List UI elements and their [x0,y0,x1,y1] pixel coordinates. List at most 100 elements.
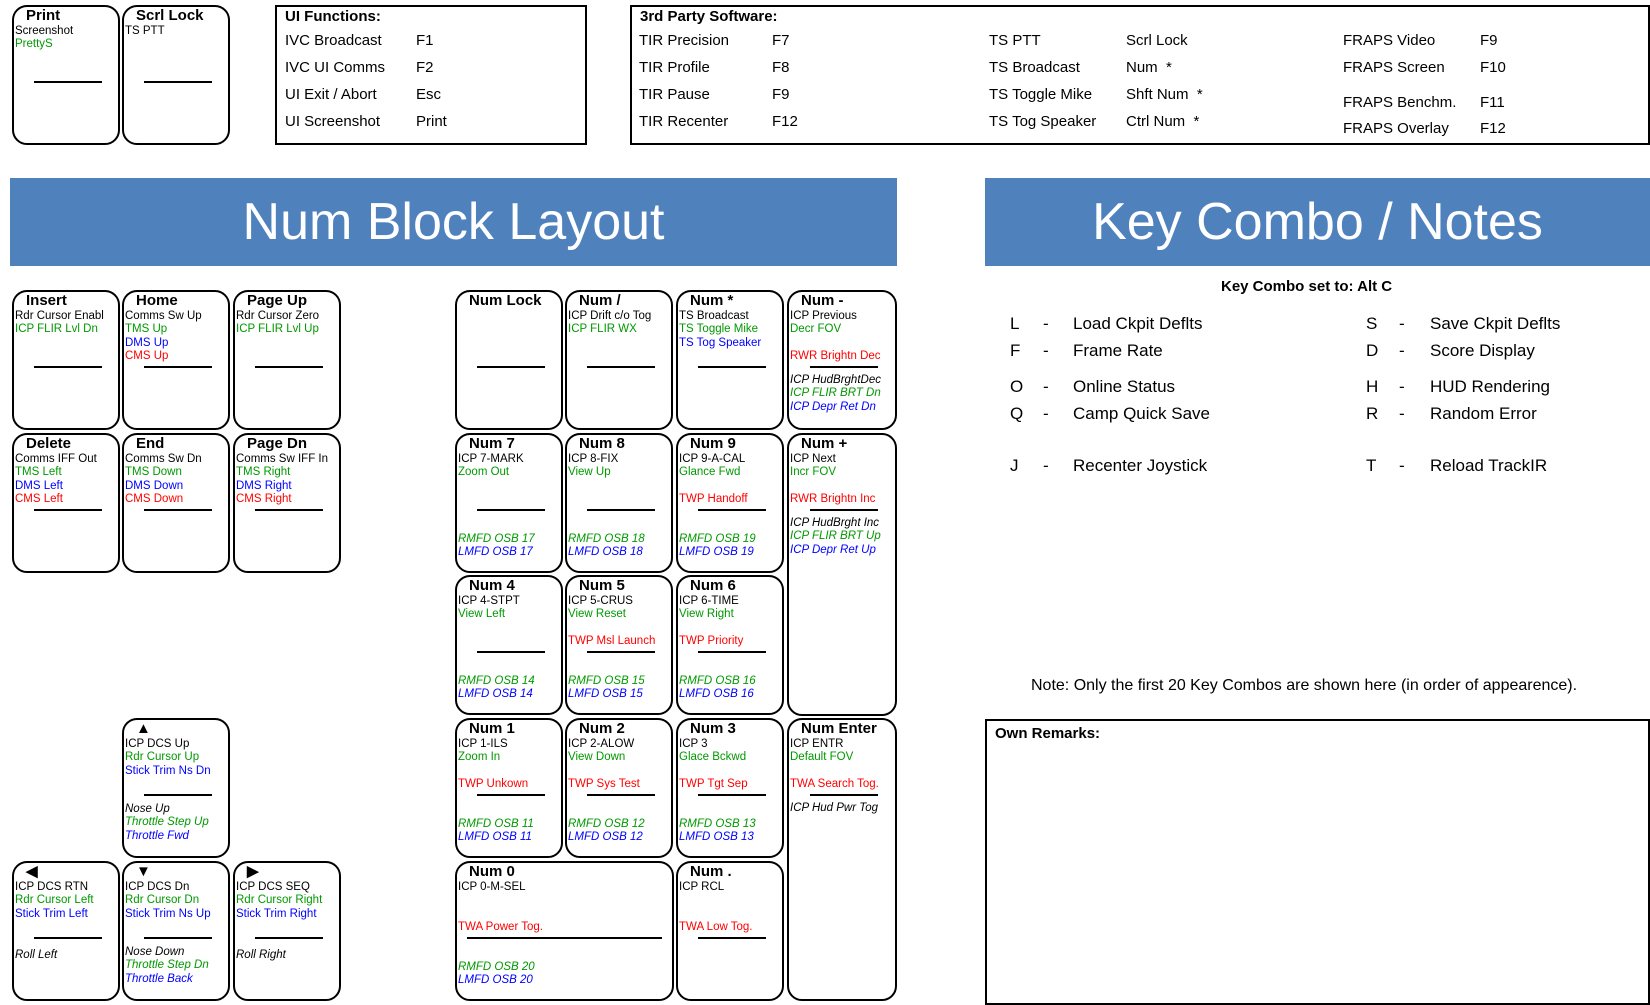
key-combo-desc: Camp Quick Save [1073,404,1210,423]
key-line: RMFD OSB 14 [458,675,535,687]
key-line: ICP RCL [679,881,725,893]
key-line: Stick Trim Right [236,907,317,920]
key-combo-heading: Key Combo set to: Alt C [1221,278,1393,295]
key-title: Print [26,7,61,24]
key-line: ICP FLIR BRT Dn [790,387,881,400]
key-line: ICP DCS Dn [125,881,190,893]
key-line: Rdr Cursor Up [125,751,200,764]
key-line: LMFD OSB 14 [458,688,533,701]
key-line: Comms IFF Out [15,453,97,465]
key-combo-key: S [1366,314,1378,333]
ui-function-name: IVC UI Comms [285,59,386,76]
key-line: ICP HudBrght Inc [790,517,880,529]
key-line: TWP Msl Launch [568,635,656,647]
key-line: TWP Priority [679,635,744,647]
key-line: TWP Handoff [679,493,748,505]
tir-function-key: F12 [772,113,798,130]
key-line: ICP ENTR [790,738,844,750]
key-line: RMFD OSB 13 [679,818,756,830]
key-separator [34,81,102,83]
key-line: RMFD OSB 18 [568,533,645,545]
key-line: Nose Down [125,946,185,958]
key-line: LMFD OSB 15 [568,688,643,701]
key-line: ICP FLIR Lvl Up [236,323,319,336]
fraps-function-name: FRAPS Screen [1343,59,1445,76]
key-line: RMFD OSB 16 [679,675,756,687]
key-title: Num 1 [469,720,515,737]
key-line: Rdr Cursor Zero [236,310,320,322]
key-line: ICP 3 [679,738,708,750]
tir-function-name: TIR Recenter [639,113,729,130]
key-line: Throttle Fwd [125,829,189,842]
key-line: ICP 0-M-SEL [458,881,526,893]
key-line: Roll Left [15,949,58,961]
key-separator [698,794,766,796]
key-line: ICP Next [790,453,836,465]
key-line: LMFD OSB 11 [458,831,532,844]
key-title: ▶ [247,863,259,880]
key-combo-key: Q [1010,404,1024,423]
key-title: Num Enter [801,720,877,737]
key-title: End [136,435,165,452]
key-combo-desc: Random Error [1430,404,1537,423]
key-line: ICP 7-MARK [458,453,524,465]
key-title: Num - [801,292,844,309]
key-separator [477,651,545,653]
fraps-function-name: FRAPS Video [1343,32,1436,49]
key-title: Num 9 [690,435,736,452]
key-line: ICP Hud Pwr Tog [790,802,878,814]
key-line: RWR Brightn Inc [790,493,876,505]
third-party-box: 3rd Party Software: TIR Precision F7 TIR… [630,5,1650,145]
key-combo-note: Note: Only the first 20 Key Combos are s… [1031,677,1578,694]
key-line: PrettyS [15,38,53,51]
key-scroll-lock: Scrl Lock TS PTT [122,5,230,145]
key-combo-banner: Key Combo / Notes [985,178,1650,266]
key-title: Num 2 [579,720,625,737]
key-line: TMS Left [15,466,62,479]
key-combo-desc: Score Display [1430,341,1535,360]
tir-function-name: TIR Profile [639,59,710,76]
key-line: ICP DCS Up [125,738,190,750]
key-line: Zoom In [458,751,501,764]
ts-function-key: Shft Num * [1126,86,1203,103]
key-line: TMS Down [125,466,182,479]
key-line: Glance Fwd [679,466,741,479]
key-separator [587,651,655,653]
fraps-function-key: F9 [1480,32,1498,49]
ui-function-name: UI Screenshot [285,113,381,130]
key-line: Comms Sw Dn [125,453,202,465]
key-separator [810,366,878,368]
key-separator [587,794,655,796]
key-line: View Reset [568,608,626,621]
key-combo-key: J [1010,456,1019,475]
key-separator [810,509,878,511]
key-line: ICP 6-TIME [679,595,739,607]
fraps-function-name: FRAPS Overlay [1343,120,1449,137]
key-line: ICP DCS SEQ [236,881,310,893]
key-separator [34,509,102,511]
key-line: RMFD OSB 17 [458,533,535,545]
key-line: DMS Up [125,336,169,349]
key-line: ICP 2-ALOW [568,738,635,750]
key-line: ICP Depr Ret Up [790,543,876,556]
tir-function-key: F9 [772,86,790,103]
key-line: View Up [568,466,611,479]
key-line: LMFD OSB 19 [679,546,754,559]
key-line: ICP 5-CRUS [568,595,633,607]
key-combo-dash: - [1043,341,1049,360]
key-separator [477,366,545,368]
key-combo-key: F [1010,341,1021,360]
key-line: TWA Search Tog. [790,778,879,790]
key-line: ICP FLIR WX [568,323,637,336]
fraps-function-name: FRAPS Benchm. [1343,94,1457,111]
